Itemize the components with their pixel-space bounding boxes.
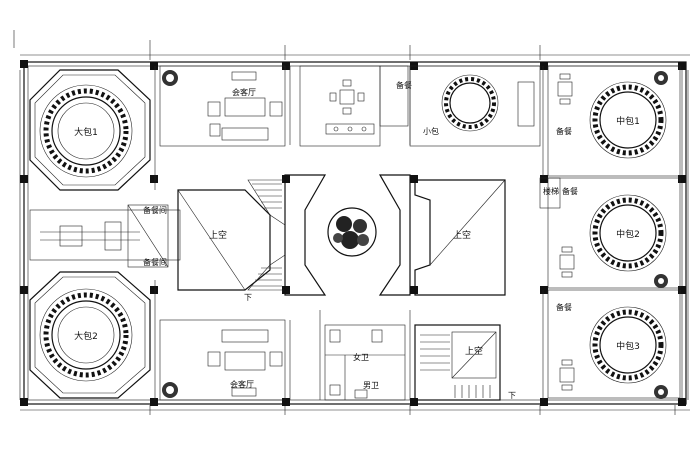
top-pantry-area: [299, 65, 409, 147]
pantry-label-right-3: 备餐: [556, 302, 572, 312]
void-left: [177, 179, 286, 291]
potted-plant-icon: [654, 385, 668, 399]
dimension-lines: [13, 30, 690, 415]
lounge-top: [159, 65, 286, 147]
pantry-label-right-2: 备餐: [562, 186, 578, 196]
square-table-icon: [557, 73, 573, 105]
void-label-center: 上空: [453, 229, 471, 241]
pantry-label-top: 备餐: [396, 80, 412, 90]
square-table-icon: [559, 246, 575, 278]
partition-walls: [154, 66, 544, 400]
potted-plant-icon: [654, 274, 668, 288]
sofa-icon: [207, 329, 283, 397]
columns: [20, 60, 686, 406]
void-label-left: 上空: [209, 229, 227, 241]
big-room-2: 大包2: [29, 271, 151, 399]
round-table-icon: [589, 81, 667, 159]
potted-plant-icon: [162, 382, 178, 398]
round-table-icon: [441, 74, 499, 132]
stair-well: [414, 324, 501, 401]
mid-room-3: [547, 289, 681, 399]
void-label-stair: 上空: [465, 345, 483, 357]
service-room-label-top: 备餐间: [143, 205, 167, 215]
mid-room-1: [547, 65, 681, 177]
pantry-label-right-1: 备餐: [556, 126, 572, 136]
room-label-mid-2: 中包2: [616, 228, 640, 240]
lounge-label-top: 会客厅: [232, 87, 256, 97]
womens-restroom-label: 女卫: [353, 352, 369, 362]
lounge-label-bottom: 会客厅: [230, 379, 254, 389]
mens-restroom-label: 男卫: [363, 381, 379, 390]
round-table-icon: [589, 194, 667, 272]
stairs-label-right: 楼梯: [543, 186, 559, 196]
room-label-mid-3: 中包3: [616, 340, 640, 352]
service-corridor: [29, 204, 181, 268]
staircase-icon: [420, 334, 491, 398]
room-label-big-1: 大包1: [74, 126, 98, 138]
void-center: [414, 179, 506, 296]
sofa-icon: [207, 71, 283, 141]
central-atrium: [284, 174, 411, 296]
round-table-icon: [589, 306, 667, 384]
round-table-icon: [39, 288, 133, 382]
small-room-label: 小包: [423, 126, 439, 136]
lounge-bottom: [159, 319, 286, 401]
restrooms: [324, 324, 406, 401]
room-label-big-2: 大包2: [74, 330, 98, 342]
round-table-icon: [39, 84, 133, 178]
square-table-icon: [329, 79, 365, 115]
down-mark-left: 下: [244, 293, 252, 302]
mid-room-2: [539, 177, 681, 289]
atrium-tree-icon: [327, 207, 377, 257]
down-mark-right: 下: [508, 391, 516, 400]
square-table-icon: [559, 359, 575, 391]
potted-plant-icon: [162, 70, 178, 86]
big-room-1: 大包1: [29, 69, 151, 191]
potted-plant-icon: [654, 71, 668, 85]
room-label-mid-1: 中包1: [616, 115, 640, 127]
service-room-label-bottom: 备餐间: [143, 257, 167, 267]
